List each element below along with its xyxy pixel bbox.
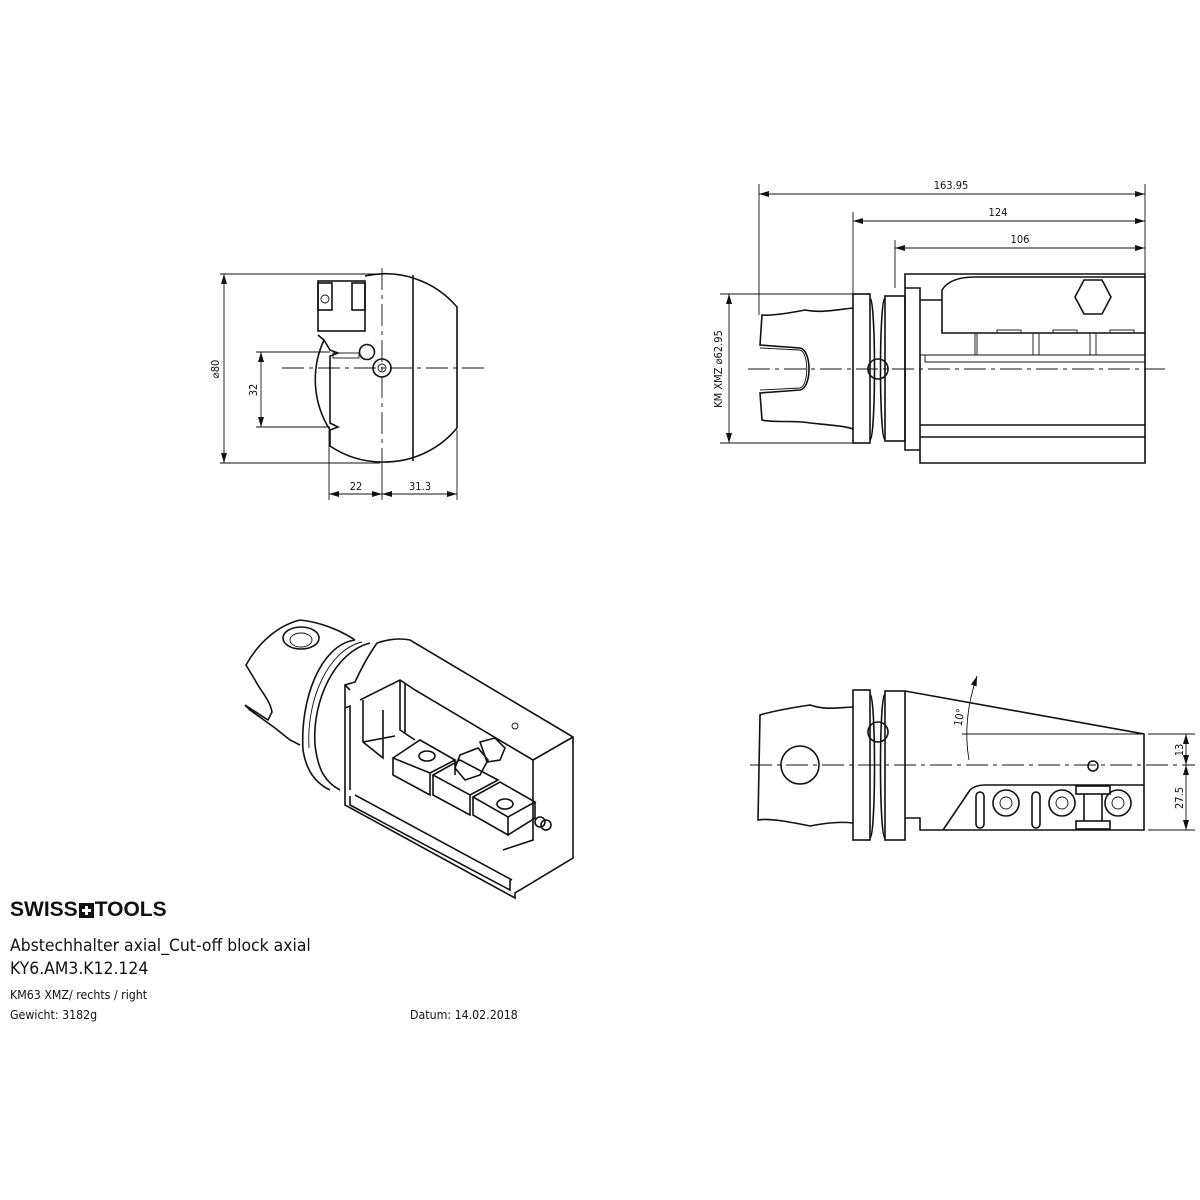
dim-upper-13: 13 bbox=[1173, 744, 1186, 757]
logo-text-left: SWISS bbox=[10, 898, 78, 921]
front-view: ⌀80 32 22 31.3 bbox=[209, 268, 484, 500]
dim-right-31-3: 31.3 bbox=[409, 480, 431, 493]
article-code: KY6.AM3.K12.124 bbox=[10, 959, 149, 979]
dim-height-32: 32 bbox=[247, 384, 260, 397]
dim-shank-62-95: KM XMZ ⌀62.95 bbox=[712, 330, 725, 408]
dim-left-22: 22 bbox=[350, 480, 363, 493]
dim-angle-10: 10° bbox=[952, 708, 968, 728]
date-line: Datum: 14.02.2018 bbox=[410, 1008, 518, 1022]
isometric-view bbox=[244, 619, 574, 900]
side-view: 163.95 124 106 KM XMZ ⌀62.95 bbox=[712, 179, 1165, 464]
swiss-cross-icon bbox=[78, 902, 94, 918]
weight-line: Gewicht: 3182g bbox=[10, 1008, 98, 1022]
dim-total-163-95: 163.95 bbox=[934, 179, 969, 192]
spec-line: KM63 XMZ/ rechts / right bbox=[10, 988, 148, 1002]
logo-text-right: TOOLS bbox=[94, 898, 167, 921]
bottom-view: 10° 13 27.5 bbox=[750, 675, 1195, 841]
dim-diameter-80: ⌀80 bbox=[209, 360, 222, 379]
dim-body-124: 124 bbox=[989, 206, 1008, 219]
drawing-title: Abstechhalter axial_Cut-off block axial bbox=[10, 936, 311, 956]
dim-block-106: 106 bbox=[1011, 233, 1030, 246]
dim-lower-27-5: 27.5 bbox=[1173, 787, 1186, 809]
swisstools-logo: SWISS TOOLS bbox=[10, 898, 167, 922]
